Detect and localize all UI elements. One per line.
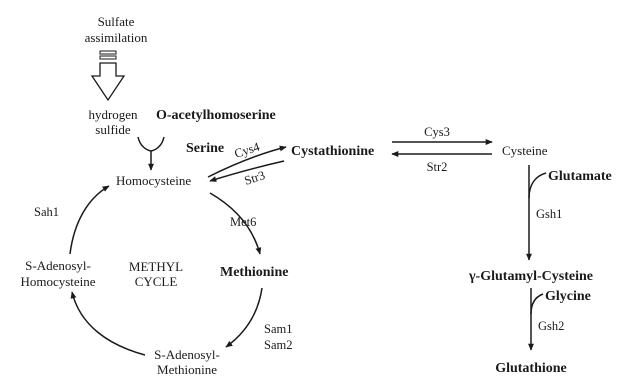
cystathionine: Cystathionine bbox=[291, 144, 374, 159]
assimilation-label: assimilation bbox=[85, 30, 148, 45]
sulfate-flow-hollow-arrow bbox=[90, 50, 126, 102]
cys4-forward-arrow bbox=[207, 145, 287, 178]
s-adenosylmethionine-line1: S-Adenosyl- bbox=[154, 347, 220, 362]
methyl-cycle-label-line1: METHYL bbox=[129, 259, 183, 274]
met6-arrow bbox=[209, 192, 262, 255]
sulfate-label: Sulfate bbox=[98, 14, 135, 29]
glycine: Glycine bbox=[545, 289, 591, 304]
str2-enzyme-label: Str2 bbox=[427, 160, 448, 174]
o-acetylhomoserine: O-acetylhomoserine bbox=[156, 108, 276, 123]
str3-reverse-arrow bbox=[209, 160, 285, 182]
cysteine: Cysteine bbox=[502, 143, 548, 158]
glutathione: Glutathione bbox=[495, 361, 567, 376]
sah1-enzyme-label: Sah1 bbox=[34, 205, 59, 219]
hydrogen-label: hydrogen bbox=[88, 107, 138, 122]
s-adenosylmethionine-line2: Methionine bbox=[157, 362, 217, 376]
sam-synthetase-arrow bbox=[225, 287, 263, 348]
glutamate: Glutamate bbox=[548, 169, 612, 184]
methyl-cycle-label-line2: CYCLE bbox=[135, 274, 178, 289]
met6-enzyme-label: Met6 bbox=[230, 215, 256, 229]
sam1-enzyme-label: Sam1 bbox=[264, 322, 292, 336]
sulfide-label: sulfide bbox=[95, 122, 131, 137]
cys3-enzyme-label: Cys3 bbox=[424, 125, 450, 139]
gsh1-enzyme-label: Gsh1 bbox=[536, 207, 562, 221]
glutamate-join-curve bbox=[528, 172, 547, 199]
glycine-join-curve bbox=[530, 293, 544, 315]
serine: Serine bbox=[186, 141, 224, 156]
methionine: Methionine bbox=[220, 265, 288, 280]
methyltransfer-arrow bbox=[70, 291, 146, 356]
s-adenosylhomocysteine-line2: Homocysteine bbox=[20, 274, 95, 289]
gsh2-enzyme-label: Gsh2 bbox=[538, 319, 564, 333]
homocysteine: Homocysteine bbox=[116, 173, 191, 188]
str3-enzyme-label: Str3 bbox=[243, 168, 267, 188]
cys4-enzyme-label: Cys4 bbox=[233, 139, 262, 160]
gamma-glutamyl-cysteine: γ-Glutamyl-Cysteine bbox=[468, 269, 593, 284]
merge-curve bbox=[137, 136, 165, 152]
s-adenosylhomocysteine-line1: S-Adenosyl- bbox=[25, 258, 91, 273]
sah1-arrow bbox=[69, 185, 110, 255]
sam2-enzyme-label: Sam2 bbox=[264, 338, 292, 352]
